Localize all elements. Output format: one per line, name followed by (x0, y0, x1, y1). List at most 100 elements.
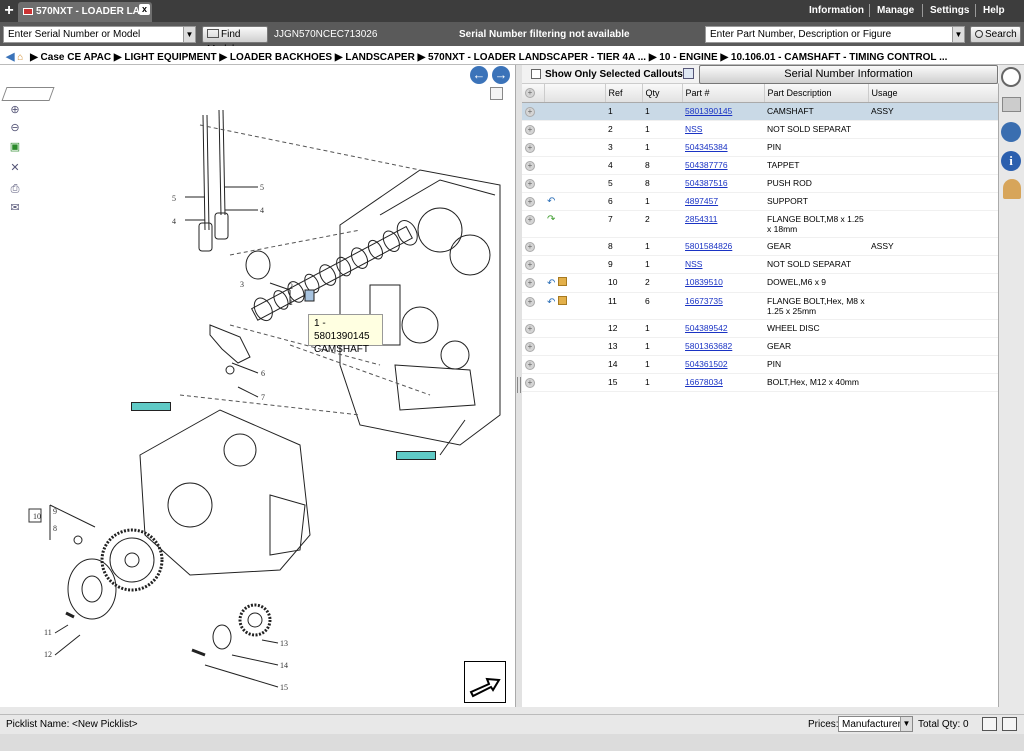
list-icon[interactable] (683, 68, 694, 79)
search-button[interactable]: Search (970, 26, 1021, 43)
part-number-link[interactable]: 10839510 (685, 276, 723, 287)
part-number-link[interactable]: NSS (685, 123, 703, 134)
expand-row-icon[interactable]: + (525, 296, 535, 307)
maximize-icon[interactable] (490, 87, 503, 100)
expand-row-icon[interactable]: + (525, 241, 535, 252)
breadcrumb-item[interactable]: 570NXT - LOADER LANDSCAPER - TIER 4A ... (428, 52, 647, 63)
expand-row-icon[interactable]: + (525, 359, 535, 370)
forward-arrow-icon[interactable]: ↷ (547, 213, 556, 225)
home-icon[interactable]: ⌂ (17, 52, 24, 63)
pane-splitter[interactable] (516, 65, 522, 707)
part-number-link[interactable]: 16678034 (685, 376, 723, 387)
col-usage[interactable]: Usage (868, 84, 999, 103)
previous-figure-button[interactable]: ← (470, 66, 488, 84)
row-expand[interactable]: + (522, 174, 544, 193)
find-model-button[interactable]: Find Model (202, 26, 268, 55)
close-tab-icon[interactable]: x (139, 4, 150, 15)
row-expand[interactable]: + (522, 355, 544, 374)
clear-selection-icon[interactable]: ✕ (10, 162, 20, 174)
keyboard-icon[interactable] (1002, 97, 1021, 112)
expand-row-icon[interactable]: + (525, 142, 535, 153)
next-figure-button[interactable]: → (492, 66, 510, 84)
prices-select[interactable]: Manufacturer ▼ (838, 716, 913, 732)
part-number-link[interactable]: 5801363682 (685, 340, 733, 351)
package-icon[interactable] (557, 295, 567, 305)
part-number-link[interactable]: 504389542 (685, 322, 728, 333)
nav-help[interactable]: Help (983, 5, 1005, 16)
expand-row-icon[interactable]: + (525, 323, 535, 334)
part-number-link[interactable]: 504387516 (685, 177, 728, 188)
new-tab-icon[interactable]: + (4, 2, 14, 19)
col-desc[interactable]: Part Description (764, 84, 869, 103)
row-expand[interactable]: + (522, 337, 544, 356)
col-qty[interactable]: Qty (642, 84, 683, 103)
row-expand[interactable]: + (522, 120, 544, 139)
part-number-link[interactable]: 16673735 (685, 295, 723, 306)
search-icon[interactable] (1001, 67, 1021, 87)
breadcrumb-item[interactable]: LIGHT EQUIPMENT (124, 52, 217, 63)
row-expand[interactable]: + (522, 210, 544, 238)
expand-row-icon[interactable]: + (525, 277, 535, 288)
nav-manage[interactable]: Manage (877, 5, 915, 16)
row-expand[interactable]: + (522, 138, 544, 157)
col-part[interactable]: Part # (682, 84, 765, 103)
expand-all-icon[interactable]: + (525, 88, 535, 99)
expand-row-icon[interactable]: + (525, 160, 535, 171)
reverse-arrow-icon[interactable]: ↶ (547, 296, 556, 308)
callout-highlight[interactable] (131, 402, 171, 411)
part-number-link[interactable]: 5801390145 (685, 105, 733, 116)
reverse-arrow-icon[interactable]: ↶ (547, 277, 556, 289)
expand-row-icon[interactable]: + (525, 377, 535, 388)
row-expand[interactable]: + (522, 237, 544, 256)
row-expand[interactable]: + (522, 373, 544, 392)
reverse-arrow-icon[interactable]: ↶ (547, 195, 556, 207)
part-search-input[interactable]: Enter Part Number, Description or Figure… (705, 26, 965, 43)
expand-row-icon[interactable]: + (525, 106, 535, 117)
expand-all-header[interactable]: + (522, 84, 545, 103)
user-chat-icon[interactable] (1003, 179, 1021, 199)
row-expand[interactable]: + (522, 102, 544, 121)
part-number-link[interactable]: 504361502 (685, 358, 728, 369)
picklist-name[interactable]: <New Picklist> (72, 719, 138, 730)
splitter-grip[interactable] (517, 377, 521, 393)
info-icon[interactable]: i (1001, 151, 1021, 171)
row-expand[interactable]: + (522, 156, 544, 175)
fit-to-window-icon[interactable]: ▣ (9, 141, 21, 153)
row-expand[interactable]: + (522, 319, 544, 338)
email-icon[interactable]: ✉ (10, 202, 20, 214)
expand-row-icon[interactable]: + (525, 214, 535, 225)
tab-model[interactable]: 570NXT - LOADER LA... x (18, 2, 152, 22)
expand-row-icon[interactable]: + (525, 341, 535, 352)
part-number-link[interactable]: NSS (685, 258, 703, 269)
show-only-checkbox[interactable] (531, 69, 541, 79)
serial-input[interactable]: Enter Serial Number or Model ▼ (3, 26, 196, 43)
expand-row-icon[interactable]: + (525, 196, 535, 207)
expand-row-icon[interactable]: + (525, 124, 535, 135)
breadcrumb-item[interactable]: 10 - ENGINE (659, 52, 718, 63)
chevron-down-icon[interactable]: ▼ (183, 27, 195, 42)
picklist-window-icon[interactable] (982, 717, 997, 731)
breadcrumb-item[interactable]: 10.106.01 - CAMSHAFT - TIMING CONTROL ..… (730, 52, 948, 63)
serial-info-button[interactable]: Serial Number Information (699, 65, 998, 84)
breadcrumb-item[interactable]: LOADER BACKHOES (229, 52, 333, 63)
chevron-down-icon[interactable]: ▼ (952, 27, 964, 42)
callout-highlight[interactable] (396, 451, 436, 460)
print-icon[interactable]: ⎙ (10, 183, 20, 195)
expand-row-icon[interactable]: + (525, 259, 535, 270)
part-number-link[interactable]: 504387776 (685, 159, 728, 170)
part-number-link[interactable]: 2854311 (685, 213, 718, 224)
